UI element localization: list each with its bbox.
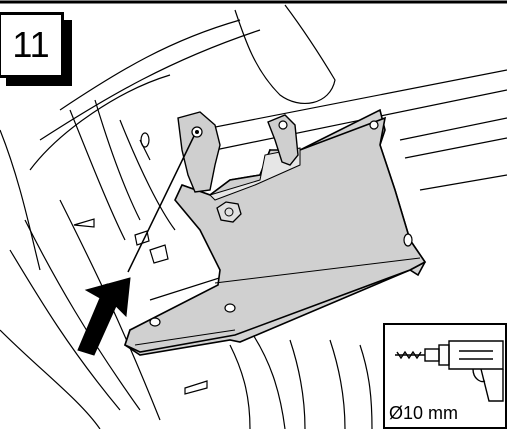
insertion-arrow-icon xyxy=(77,277,131,356)
step-number: 11 xyxy=(12,24,50,65)
pointer-line xyxy=(127,135,195,273)
drill-size-label: Ø10 mm xyxy=(389,403,459,423)
mounting-bracket xyxy=(124,108,427,356)
drill-icon xyxy=(395,340,504,402)
drill-callout: Ø10 mm xyxy=(383,323,507,429)
step-number-box: 11 xyxy=(0,12,64,78)
